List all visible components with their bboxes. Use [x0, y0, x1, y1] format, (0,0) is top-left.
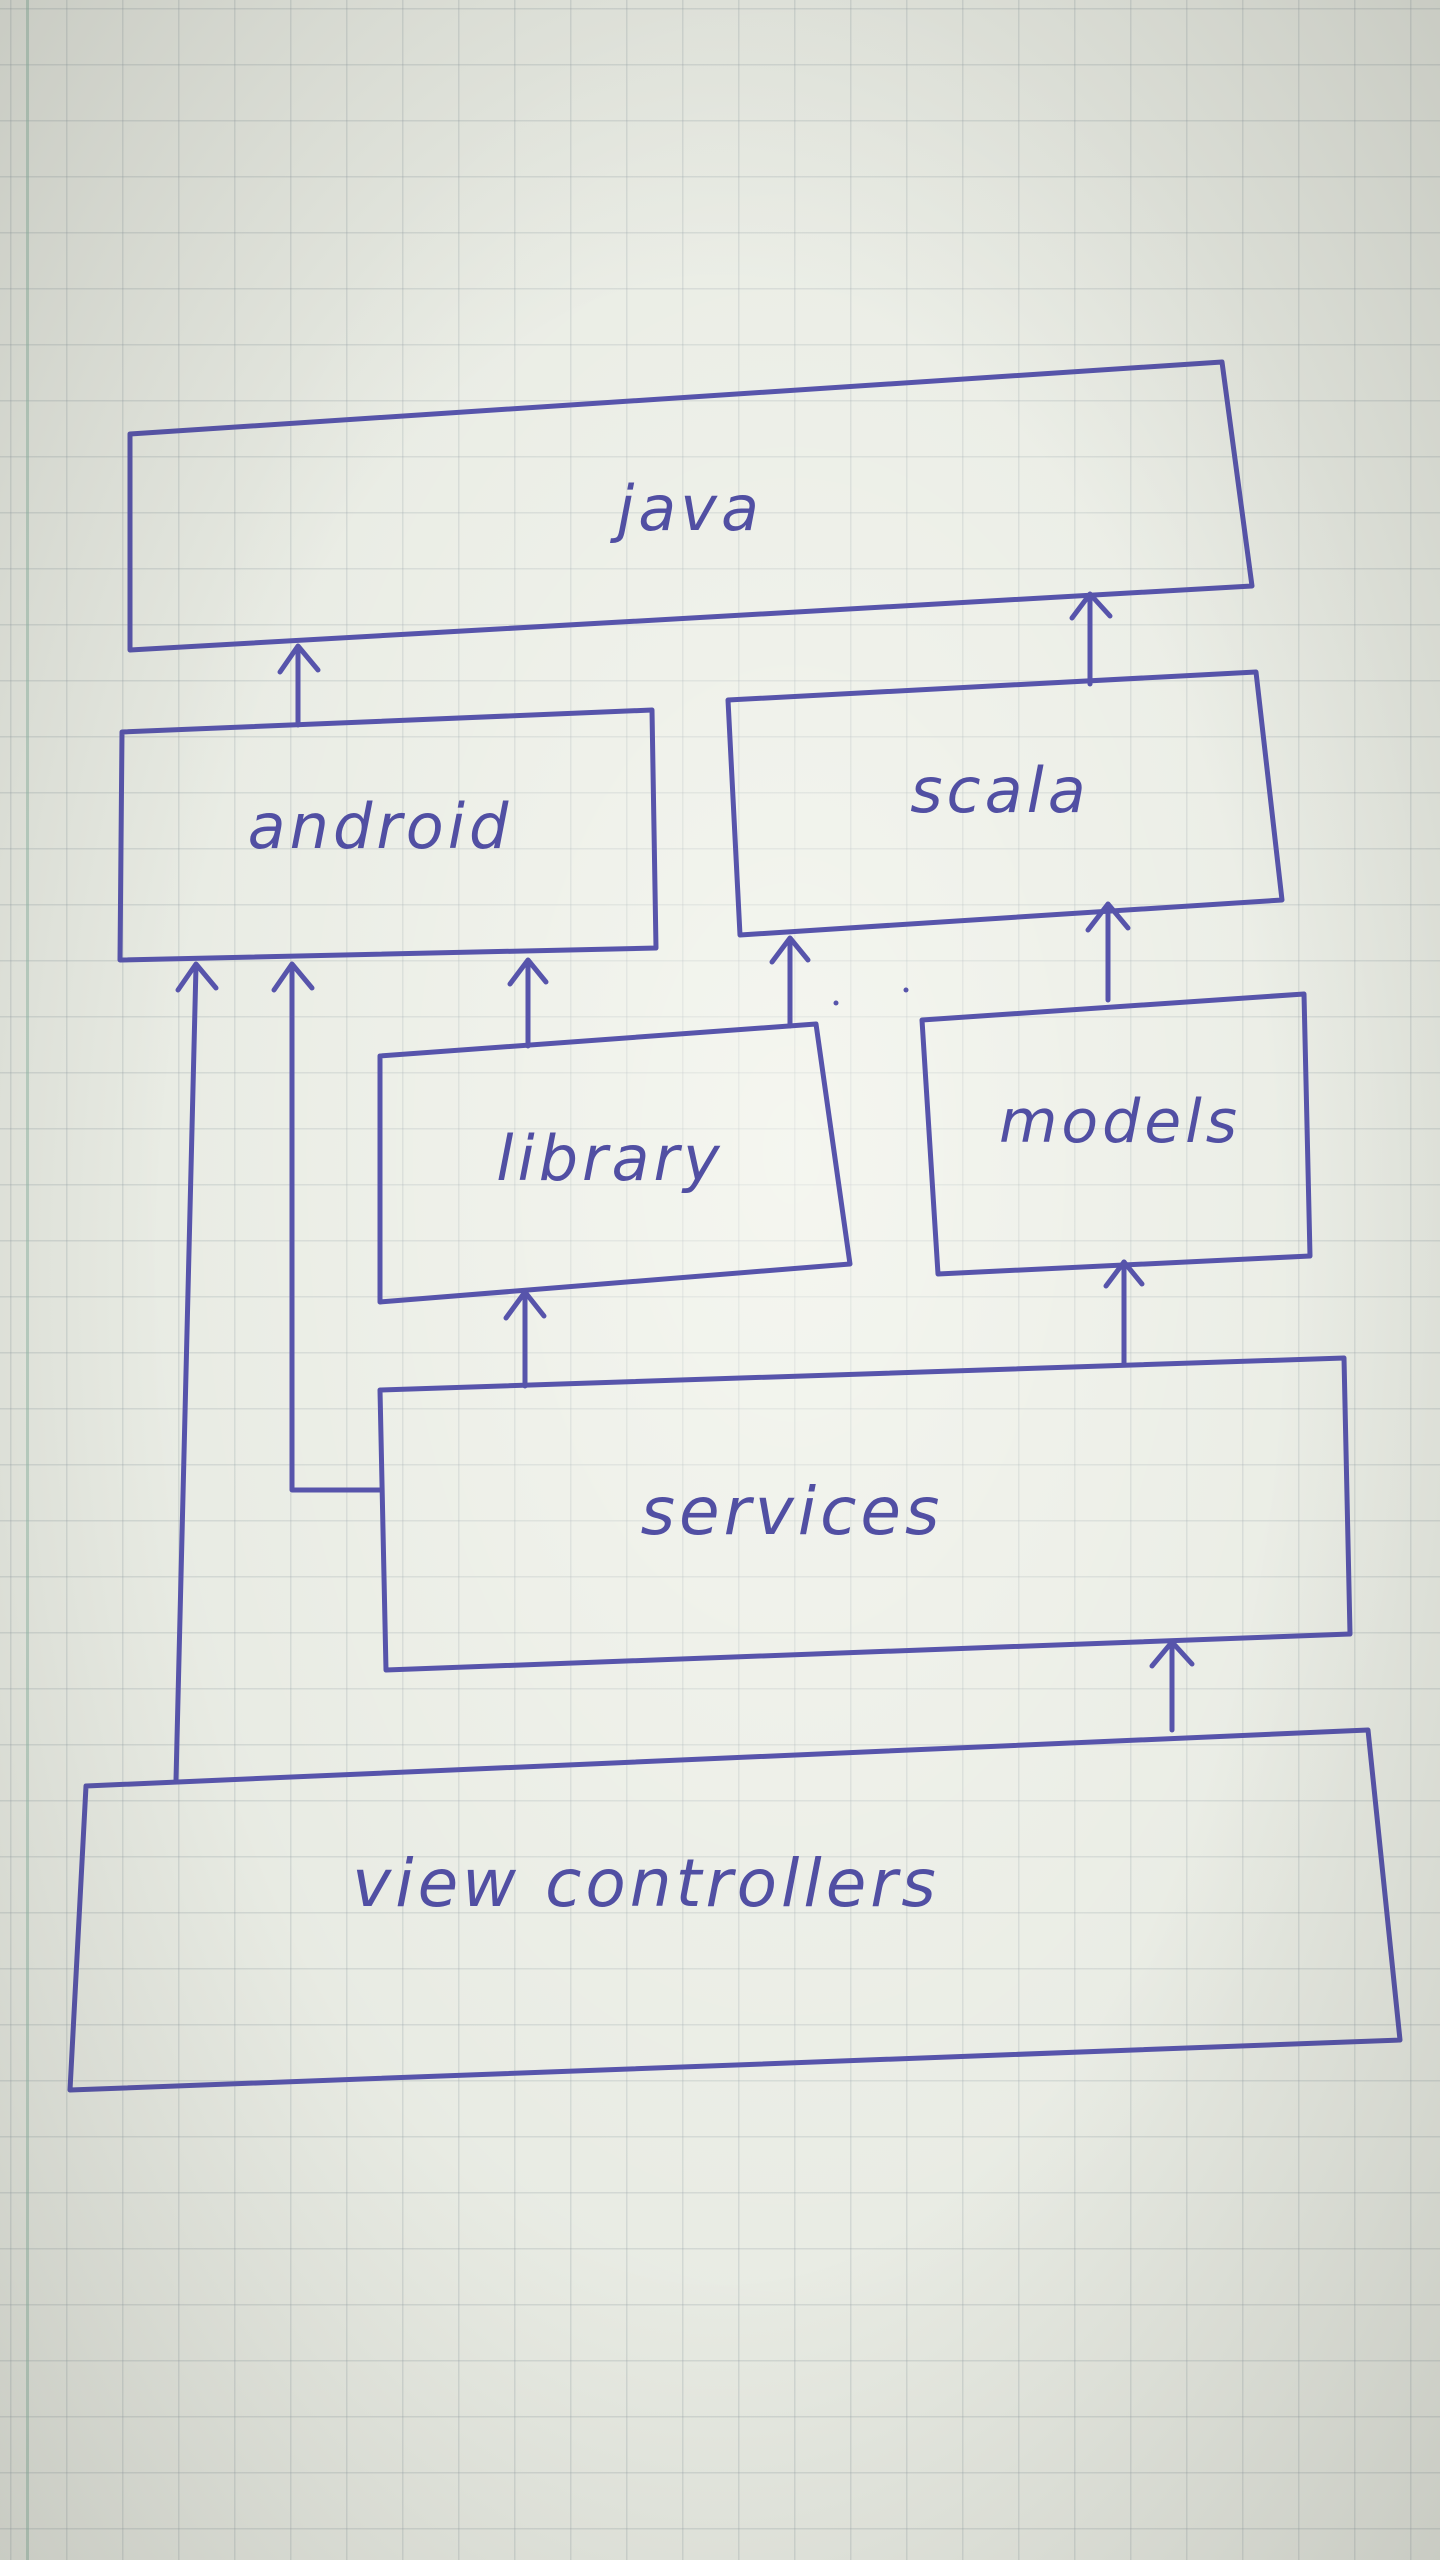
edge-view-controllers-to-services — [1149, 1639, 1195, 1733]
node-library-box — [377, 1021, 853, 1305]
edge-scala-to-java — [1069, 591, 1113, 687]
notebook-margin-line — [26, 0, 29, 2560]
edge-services-to-library — [503, 1289, 547, 1389]
node-models-box — [919, 991, 1313, 1277]
node-library: library — [377, 1021, 853, 1305]
node-java-label: java — [610, 472, 763, 545]
node-services-label: services — [641, 1473, 944, 1550]
ink-speck — [833, 1000, 839, 1006]
node-services-box — [377, 1355, 1353, 1673]
edge-library-to-android — [507, 957, 549, 1049]
node-java: java — [127, 359, 1255, 653]
node-android-label: android — [248, 790, 513, 863]
node-view-controllers: view controllers — [67, 1727, 1403, 2093]
edge-android-to-java — [277, 643, 321, 728]
edge-models-to-scala — [1085, 901, 1131, 1003]
node-scala-box — [725, 669, 1285, 938]
node-scala: scala — [725, 669, 1285, 938]
edge-services-to-models — [1103, 1259, 1145, 1367]
node-services: services — [377, 1355, 1353, 1673]
node-java-box — [127, 359, 1255, 653]
node-library-label: library — [496, 1122, 723, 1195]
node-android-box — [117, 707, 659, 963]
node-view-controllers-box — [67, 1727, 1403, 2093]
edge-library-to-scala — [769, 935, 811, 1029]
edge-view-controllers-to-android — [173, 961, 219, 1783]
node-android: android — [117, 707, 659, 963]
edge-services-to-android — [271, 961, 383, 1493]
node-scala-label: scala — [910, 754, 1090, 827]
node-models-label: models — [999, 1087, 1241, 1157]
ink-speck — [903, 987, 909, 993]
node-models: models — [919, 991, 1313, 1277]
node-view-controllers-label: view controllers — [352, 1845, 940, 1922]
